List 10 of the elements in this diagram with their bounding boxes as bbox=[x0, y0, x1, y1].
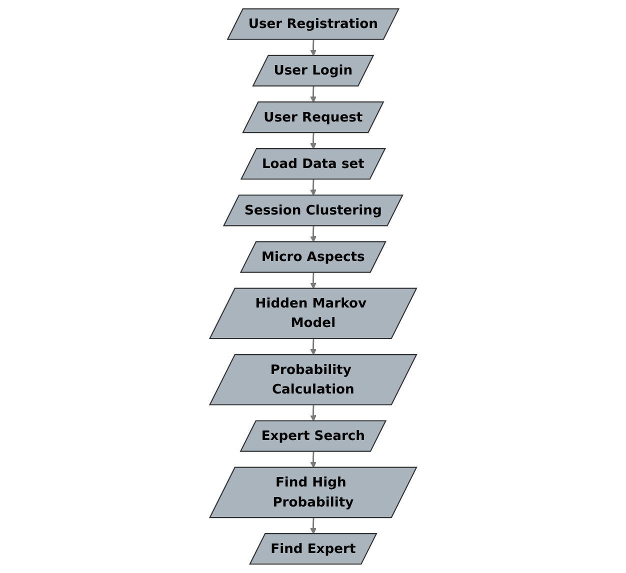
arrow bbox=[310, 338, 316, 356]
arrow bbox=[310, 452, 316, 468]
arrow bbox=[310, 226, 316, 242]
arrow bbox=[310, 272, 316, 289]
arrow bbox=[310, 179, 316, 196]
arrow bbox=[310, 86, 316, 103]
arrow bbox=[310, 518, 316, 534]
arrow bbox=[310, 132, 316, 150]
arrow bbox=[310, 40, 316, 56]
arrow bbox=[310, 405, 316, 422]
